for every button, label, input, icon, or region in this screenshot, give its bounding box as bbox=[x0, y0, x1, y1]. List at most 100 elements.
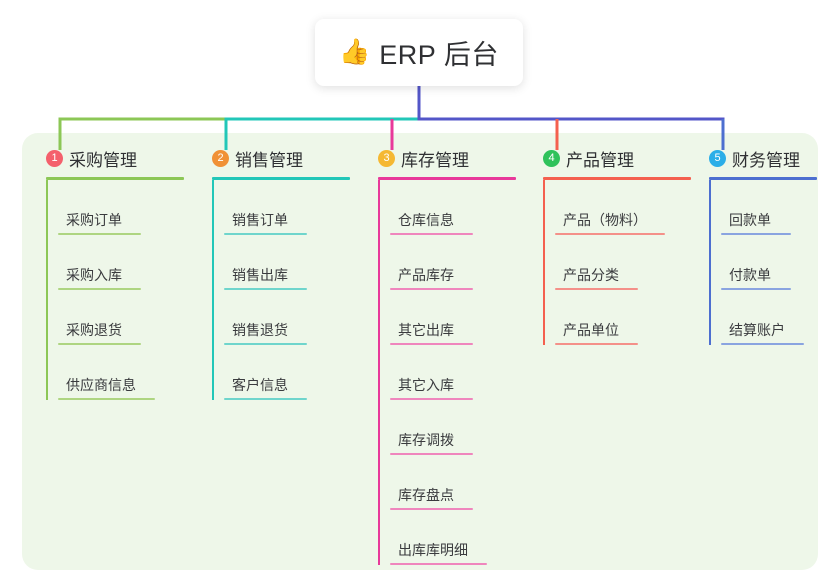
branch-item-underline bbox=[390, 343, 473, 345]
branch-item[interactable]: 其它入库 bbox=[378, 345, 516, 400]
branch-item[interactable]: 客户信息 bbox=[212, 345, 350, 400]
branch-item-label: 仓库信息 bbox=[398, 212, 454, 228]
branch-4: 4 产品管理产品（物料） 产品分类产品单位 bbox=[531, 146, 691, 345]
branch-item-underline bbox=[390, 563, 487, 565]
branch-item-label: 库存调拨 bbox=[398, 432, 454, 448]
branch-number-badge: 1 bbox=[46, 149, 63, 167]
branch-item-underline bbox=[721, 288, 791, 290]
branch-item-underline bbox=[555, 233, 665, 235]
branch-item-underline bbox=[721, 343, 804, 345]
branch-item-label: 库存盘点 bbox=[398, 487, 454, 503]
branch-item-underline bbox=[721, 233, 791, 235]
branch-3: 3 库存管理仓库信息产品库存其它出库其它入库库存调拨库存盘点出库库明细 bbox=[366, 146, 516, 565]
branch-item[interactable]: 产品分类 bbox=[543, 235, 691, 290]
branch-header[interactable]: 3 库存管理 bbox=[366, 146, 516, 170]
branch-item[interactable]: 采购订单 bbox=[46, 180, 184, 235]
branch-item-label: 产品库存 bbox=[398, 267, 454, 283]
branch-item-underline bbox=[224, 288, 307, 290]
branch-item-underline bbox=[224, 233, 307, 235]
branch-item-list: 采购订单采购入库采购退货供应商信息 bbox=[34, 180, 184, 400]
branch-item[interactable]: 付款单 bbox=[709, 235, 817, 290]
branch-item[interactable]: 结算账户 bbox=[709, 290, 817, 345]
branch-item-label: 产品单位 bbox=[563, 322, 619, 338]
branch-item-label: 采购订单 bbox=[66, 212, 122, 228]
branch-number-badge: 4 bbox=[543, 149, 560, 167]
branch-item-label: 销售订单 bbox=[232, 212, 288, 228]
branch-item[interactable]: 出库库明细 bbox=[378, 510, 516, 565]
branch-item-underline bbox=[390, 453, 473, 455]
branch-item[interactable]: 回款单 bbox=[709, 180, 817, 235]
branches-background-panel bbox=[22, 133, 818, 570]
branch-item[interactable]: 采购退货 bbox=[46, 290, 184, 345]
branch-item-label: 销售出库 bbox=[232, 267, 288, 283]
branch-item-label: 其它入库 bbox=[398, 377, 454, 393]
branch-title-underline bbox=[46, 177, 184, 180]
branch-item[interactable]: 采购入库 bbox=[46, 235, 184, 290]
branch-spine bbox=[378, 180, 380, 565]
branch-title-underline bbox=[709, 177, 817, 180]
branch-item-underline bbox=[390, 398, 473, 400]
branch-item[interactable]: 其它出库 bbox=[378, 290, 516, 345]
branch-item[interactable]: 产品单位 bbox=[543, 290, 691, 345]
branch-item-label: 采购退货 bbox=[66, 322, 122, 338]
branch-item[interactable]: 仓库信息 bbox=[378, 180, 516, 235]
branch-number-badge: 3 bbox=[378, 149, 395, 167]
branch-title: 财务管理 bbox=[732, 150, 800, 170]
branch-item[interactable]: 销售出库 bbox=[212, 235, 350, 290]
branch-item-label: 客户信息 bbox=[232, 377, 288, 393]
branch-item-underline bbox=[58, 398, 155, 400]
branch-item[interactable]: 库存调拨 bbox=[378, 400, 516, 455]
branch-item-underline bbox=[555, 288, 638, 290]
branch-item[interactable]: 销售订单 bbox=[212, 180, 350, 235]
branch-number-badge: 2 bbox=[212, 149, 229, 167]
branch-title-underline bbox=[543, 177, 691, 180]
branch-item[interactable]: 产品（物料） bbox=[543, 180, 691, 235]
branch-item-label: 采购入库 bbox=[66, 267, 122, 283]
branch-item-label: 付款单 bbox=[729, 267, 771, 283]
branch-title-underline bbox=[212, 177, 350, 180]
branch-item-label: 回款单 bbox=[729, 212, 771, 228]
branch-item-label: 销售退货 bbox=[232, 322, 288, 338]
branch-spine bbox=[46, 180, 48, 400]
branch-item[interactable]: 库存盘点 bbox=[378, 455, 516, 510]
branch-item-label: 产品（物料） bbox=[563, 212, 647, 228]
branch-item[interactable]: 供应商信息 bbox=[46, 345, 184, 400]
branch-item-label: 出库库明细 bbox=[398, 542, 468, 558]
branch-1: 1 采购管理采购订单采购入库采购退货供应商信息 bbox=[34, 146, 184, 400]
branch-item-underline bbox=[555, 343, 638, 345]
branch-title: 采购管理 bbox=[69, 150, 137, 170]
root-node-title: ERP 后台 bbox=[379, 40, 499, 70]
branch-item-label: 其它出库 bbox=[398, 322, 454, 338]
branch-item-list: 仓库信息产品库存其它出库其它入库库存调拨库存盘点出库库明细 bbox=[366, 180, 516, 565]
branch-item-underline bbox=[58, 233, 141, 235]
branch-item-underline bbox=[224, 398, 307, 400]
branch-item-list: 回款单付款单结算账户 bbox=[697, 180, 817, 345]
root-node[interactable]: 👍 ERP 后台 bbox=[315, 19, 523, 86]
branch-item-underline bbox=[390, 288, 473, 290]
branch-item-label: 产品分类 bbox=[563, 267, 619, 283]
branch-title: 库存管理 bbox=[401, 150, 469, 170]
branch-spine bbox=[212, 180, 214, 400]
branch-header[interactable]: 4 产品管理 bbox=[531, 146, 691, 170]
branch-item-list: 产品（物料） 产品分类产品单位 bbox=[531, 180, 691, 345]
branch-item-label: 结算账户 bbox=[729, 322, 785, 338]
branch-item[interactable]: 销售退货 bbox=[212, 290, 350, 345]
branch-item-underline bbox=[390, 508, 473, 510]
branch-item[interactable]: 产品库存 bbox=[378, 235, 516, 290]
branch-header[interactable]: 1 采购管理 bbox=[34, 146, 184, 170]
branch-item-underline bbox=[58, 288, 141, 290]
thumbs-up-icon: 👍 bbox=[339, 38, 371, 66]
branch-item-list: 销售订单销售出库销售退货客户信息 bbox=[200, 180, 350, 400]
branch-item-underline bbox=[390, 233, 473, 235]
branch-item-underline bbox=[58, 343, 141, 345]
branch-item-underline bbox=[224, 343, 307, 345]
branch-title: 产品管理 bbox=[566, 150, 634, 170]
branch-title-underline bbox=[378, 177, 516, 180]
